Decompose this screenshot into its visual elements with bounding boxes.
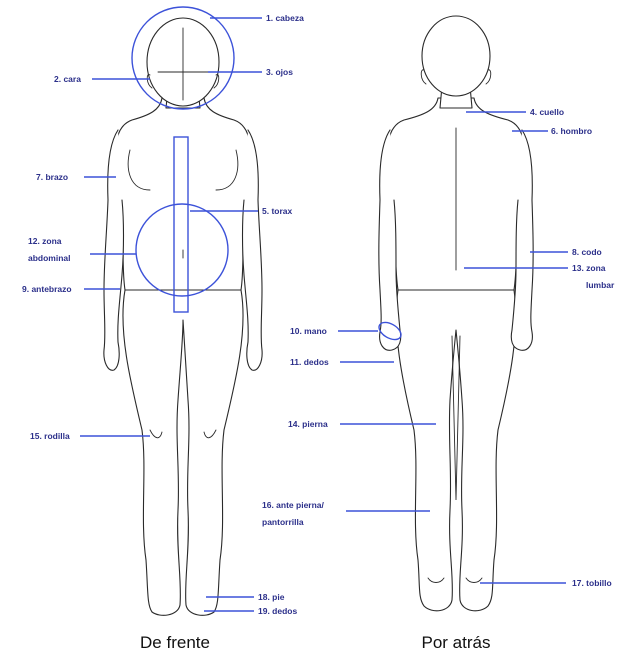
front-figure [104, 7, 262, 615]
label-dedos-pie: 19. dedos [258, 606, 297, 616]
caption-front: De frente [140, 633, 210, 652]
label-zona-abdominal-line1: 12. zona [28, 236, 62, 246]
back-head [422, 16, 490, 96]
label-rodilla: 15. rodilla [30, 431, 70, 441]
label-tobillo: 17. tobillo [572, 578, 612, 588]
label-zona-lumbar-line2: lumbar [586, 280, 615, 290]
back-legs [396, 290, 516, 611]
label-codo: 8. codo [572, 247, 602, 257]
front-torso [115, 98, 251, 290]
back-figure [376, 16, 533, 611]
label-pie: 18. pie [258, 592, 285, 602]
label-torax: 5. torax [262, 206, 293, 216]
label-pierna: 14. pierna [288, 419, 328, 429]
label-brazo: 7. brazo [36, 172, 68, 182]
label-cuello: 4. cuello [530, 107, 564, 117]
label-antebrazo: 9. antebrazo [22, 284, 72, 294]
label-ante-pierna-line1: 16. ante pierna/ [262, 500, 325, 510]
label-cara: 2. cara [54, 74, 81, 84]
caption-back: Por atrás [422, 633, 491, 652]
label-cabeza: 1. cabeza [266, 13, 304, 23]
label-dedos: 11. dedos [290, 357, 329, 367]
label-ojos: 3. ojos [266, 67, 293, 77]
label-hombro: 6. hombro [551, 126, 592, 136]
front-legs [123, 290, 243, 615]
label-zona-abdominal-line2: abdominal [28, 253, 71, 263]
label-mano: 10. mano [290, 326, 327, 336]
label-ante-pierna-line2: pantorrilla [262, 517, 304, 527]
label-zona-lumbar-line1: 13. zona [572, 263, 606, 273]
